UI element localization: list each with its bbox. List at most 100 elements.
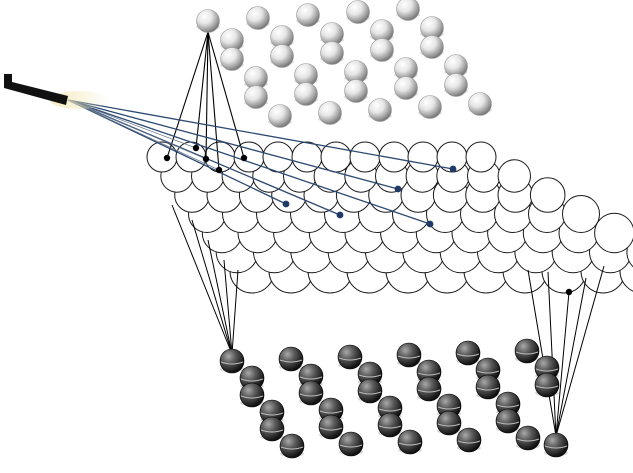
probe-body — [4, 74, 68, 105]
input-sphere-grid — [196, 0, 492, 128]
output-sphere-icon — [495, 408, 521, 434]
output-sphere-seam — [515, 351, 539, 355]
input-sphere-icon — [394, 76, 418, 100]
output-sphere-icon — [456, 427, 482, 453]
output-sphere-icon — [279, 433, 305, 459]
output-connection-line — [223, 259, 233, 355]
output-connection-line — [231, 269, 239, 355]
output-connection-line — [527, 269, 557, 437]
output-sphere-icon — [436, 410, 462, 436]
output-sphere-seam — [535, 368, 559, 372]
output-sphere-seam — [535, 385, 559, 389]
node-dot — [163, 154, 171, 162]
input-sphere-icon — [318, 101, 342, 125]
node-dot — [449, 165, 457, 173]
output-sphere-icon — [397, 429, 423, 455]
output-sphere-icon — [396, 342, 422, 368]
node-dot — [282, 200, 290, 208]
input-sphere-icon — [368, 98, 392, 122]
input-sphere-icon — [246, 6, 270, 30]
layer-node-circle — [465, 141, 497, 173]
node-dot — [240, 154, 248, 162]
output-sphere-icon — [259, 416, 285, 442]
output-sphere-seam — [417, 389, 441, 393]
input-connection-line — [195, 31, 209, 149]
input-sphere-icon — [296, 3, 320, 27]
output-sphere-icon — [338, 431, 364, 457]
output-sphere-seam — [240, 378, 264, 382]
output-sphere-icon — [219, 348, 245, 374]
output-sphere-icon — [337, 344, 363, 370]
output-sphere-icon — [534, 372, 560, 398]
output-sphere-icon — [278, 346, 304, 372]
output-connection-line — [191, 219, 233, 355]
output-sphere-seam — [220, 361, 244, 365]
input-sphere-icon — [196, 9, 220, 33]
input-sphere-icon — [420, 35, 444, 59]
output-sphere-seam — [260, 412, 284, 416]
output-sphere-icon — [515, 425, 541, 451]
output-sphere-seam — [339, 444, 363, 448]
output-sphere-seam — [476, 387, 500, 391]
output-sphere-seam — [319, 410, 343, 414]
output-sphere-seam — [397, 355, 421, 359]
probe-connection-line — [67, 99, 399, 190]
bottom-connections — [171, 204, 605, 437]
node-dot — [192, 144, 200, 152]
output-connection-line — [547, 271, 557, 437]
input-sphere-icon — [396, 0, 420, 21]
input-sphere-icon — [270, 44, 294, 68]
input-sphere-icon — [418, 95, 442, 119]
layer-node-circle — [497, 159, 531, 193]
probe-faint-line — [67, 99, 220, 171]
input-connection-line — [207, 31, 220, 171]
layer-node-circle — [594, 212, 633, 254]
output-sphere-icon — [377, 412, 403, 438]
layer-node-circle — [146, 141, 178, 173]
top-connections — [166, 31, 245, 171]
node-dots — [163, 144, 573, 296]
output-connection-line — [555, 265, 605, 437]
output-sphere-seam — [338, 357, 362, 361]
input-sphere-icon — [346, 0, 370, 24]
input-sphere-icon — [320, 41, 344, 65]
output-sphere-seam — [476, 370, 500, 374]
output-sphere-seam — [260, 429, 284, 433]
input-sphere-icon — [244, 85, 268, 109]
output-sphere-seam — [437, 423, 461, 427]
input-sphere-icon — [370, 38, 394, 62]
output-sphere-seam — [437, 406, 461, 410]
output-sphere-icon — [318, 414, 344, 440]
output-sphere-seam — [240, 395, 264, 399]
output-sphere-seam — [398, 442, 422, 446]
output-sphere-icon — [475, 374, 501, 400]
layer-node-circle — [349, 141, 381, 173]
probe-connection-line — [67, 99, 287, 205]
node-dot — [202, 155, 210, 163]
layer-node-circle — [562, 195, 600, 233]
input-sphere-icon — [294, 82, 318, 106]
output-sphere-seam — [358, 374, 382, 378]
probe-icon — [4, 74, 110, 109]
node-dot — [565, 288, 573, 296]
output-sphere-seam — [417, 372, 441, 376]
node-dot — [394, 185, 402, 193]
input-connection-line — [166, 31, 209, 159]
layer-node-circle — [529, 177, 566, 213]
input-sphere-icon — [444, 73, 468, 97]
output-sphere-seam — [544, 445, 568, 449]
node-dot — [426, 220, 434, 228]
input-sphere-icon — [468, 92, 492, 116]
output-sphere-icon — [514, 338, 540, 364]
output-sphere-seam — [496, 404, 520, 408]
output-sphere-seam — [378, 425, 402, 429]
output-sphere-seam — [358, 391, 382, 395]
output-sphere-icon — [357, 378, 383, 404]
output-connection-line — [171, 204, 233, 355]
output-sphere-icon — [416, 376, 442, 402]
input-sphere-icon — [344, 79, 368, 103]
node-dot — [215, 166, 223, 174]
output-sphere-seam — [319, 427, 343, 431]
